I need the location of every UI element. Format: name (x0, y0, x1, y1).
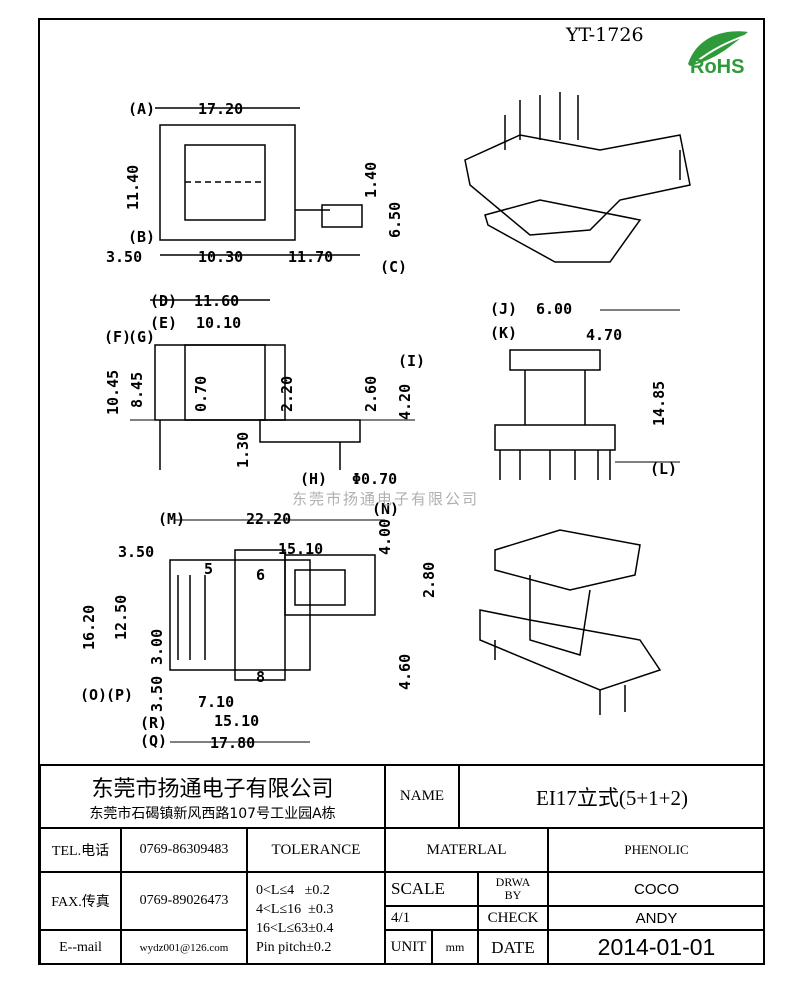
dim-label: 10.30 (198, 248, 244, 266)
tolerance-row: 0<L≤4 ±0.2 (256, 882, 330, 898)
checked-by-value: ANDY (548, 906, 765, 930)
dim-label: 8.45 (128, 371, 146, 408)
dim-label: (E) (150, 314, 178, 332)
unit-label: UNIT (385, 930, 432, 965)
bottom-view (169, 519, 385, 743)
dim-label: 17.20 (198, 100, 244, 118)
company-address: 东莞市石碣镇新风西路107号工业园A栋 (89, 805, 336, 822)
dim-label: Φ0.70 (352, 470, 398, 488)
dim-label: 3.00 (148, 628, 166, 665)
dim-label: 2.60 (362, 375, 380, 412)
dim-label: (P) (106, 686, 134, 704)
scale-label: SCALE (385, 872, 478, 906)
email-value: wydz001@126.com (121, 930, 247, 965)
dim-label: 3.50 (106, 248, 143, 266)
dim-label: 22.20 (246, 510, 292, 528)
dim-label: 3.50 (148, 675, 166, 712)
dim-label: (L) (650, 460, 678, 478)
material-label: MATERLAL (385, 828, 548, 872)
dim-label: 15.10 (214, 712, 260, 730)
dim-label: (M) (158, 510, 186, 528)
dim-label: 11.40 (124, 164, 142, 210)
dim-label: (D) (150, 292, 178, 310)
dim-label: (F) (104, 328, 132, 346)
scale-value: 4/1 (385, 906, 478, 930)
tel-label: TEL.电话 (40, 828, 121, 872)
tolerance-row: Pin pitch±0.2 (256, 939, 332, 955)
dim-label: 7.10 (198, 693, 235, 711)
fax-value: 0769-89026473 (121, 872, 247, 930)
part-number: YT-1726 (566, 24, 644, 46)
dim-label: (Q) (140, 732, 168, 750)
top-view (155, 107, 363, 256)
dim-label: 17.80 (210, 734, 256, 752)
front-view (494, 309, 680, 480)
isometric-view-bottom (479, 529, 662, 715)
side-view (130, 299, 415, 470)
drawn-by-label: DRWA BY (478, 872, 548, 906)
drawn-by-value: COCO (548, 872, 765, 906)
dim-label: (N) (372, 500, 400, 518)
name-label: NAME (385, 765, 459, 828)
date-label: DATE (478, 930, 548, 965)
check-label: CHECK (478, 906, 548, 930)
tolerance-row: 4<L≤16 ±0.3 (256, 901, 334, 917)
drawn-label-line2: BY (504, 888, 522, 902)
dim-label: 14.85 (650, 380, 668, 426)
tolerance-table: 0<L≤4 ±0.2 4<L≤16 ±0.3 16<L≤63±0.4 Pin p… (247, 872, 385, 965)
dim-label: 3.50 (118, 543, 155, 561)
email-label: E--mail (40, 930, 121, 965)
dim-label: 4.70 (586, 326, 623, 344)
material-value: PHENOLIC (548, 828, 765, 872)
rohs-logo: RoHS (678, 24, 764, 80)
pin-number: 5 (204, 560, 214, 578)
dim-label: 6.00 (536, 300, 573, 318)
dim-label: (C) (380, 258, 408, 276)
isometric-view-top (464, 92, 691, 263)
dim-label: 11.70 (288, 248, 334, 266)
company-name: 东莞市扬通电子有限公司 (91, 776, 334, 802)
pin-number: 8 (256, 668, 266, 686)
dim-label: 2.80 (420, 561, 438, 598)
dim-label: 12.50 (112, 594, 130, 640)
dim-label: (A) (128, 100, 156, 118)
tolerance-label: TOLERANCE (247, 828, 385, 872)
dim-label: 10.10 (196, 314, 242, 332)
dim-label: 15.10 (278, 540, 324, 558)
name-value: EI17立式(5+1+2) (459, 765, 765, 828)
dim-label: (H) (300, 470, 328, 488)
unit-value: mm (432, 930, 478, 965)
dim-label: (O) (80, 686, 108, 704)
fax-label: FAX.传真 (40, 872, 121, 930)
tel-value: 0769-86309483 (121, 828, 247, 872)
watermark: 东莞市扬通电子有限公司 (292, 490, 480, 508)
dim-label: (B) (128, 228, 156, 246)
dim-label: 16.20 (80, 604, 98, 650)
dim-label: (J) (490, 300, 518, 318)
pin-number: 6 (256, 566, 266, 584)
date-value: 2014-01-01 (548, 930, 765, 965)
dim-label: 1.30 (234, 431, 252, 468)
dim-label: (K) (490, 324, 518, 342)
dim-label: (R) (140, 714, 168, 732)
dim-label: 1.40 (362, 161, 380, 198)
dim-label: 0.70 (192, 375, 210, 412)
dim-label: 10.45 (104, 369, 122, 415)
dim-label: (I) (398, 352, 426, 370)
dim-label: 4.20 (396, 383, 414, 420)
dim-label: 11.60 (194, 292, 240, 310)
dim-label: (G) (128, 328, 156, 346)
dim-label: 2.20 (278, 375, 296, 412)
drawn-label-line1: DRWA (495, 875, 531, 889)
tolerance-row: 16<L≤63±0.4 (256, 920, 334, 936)
dim-label: 4.60 (396, 653, 414, 690)
company-cell: 东莞市扬通电子有限公司 东莞市石碣镇新风西路107号工业园A栋 (40, 765, 385, 828)
dim-label: 6.50 (386, 201, 404, 238)
dim-label: 4.00 (376, 518, 394, 555)
